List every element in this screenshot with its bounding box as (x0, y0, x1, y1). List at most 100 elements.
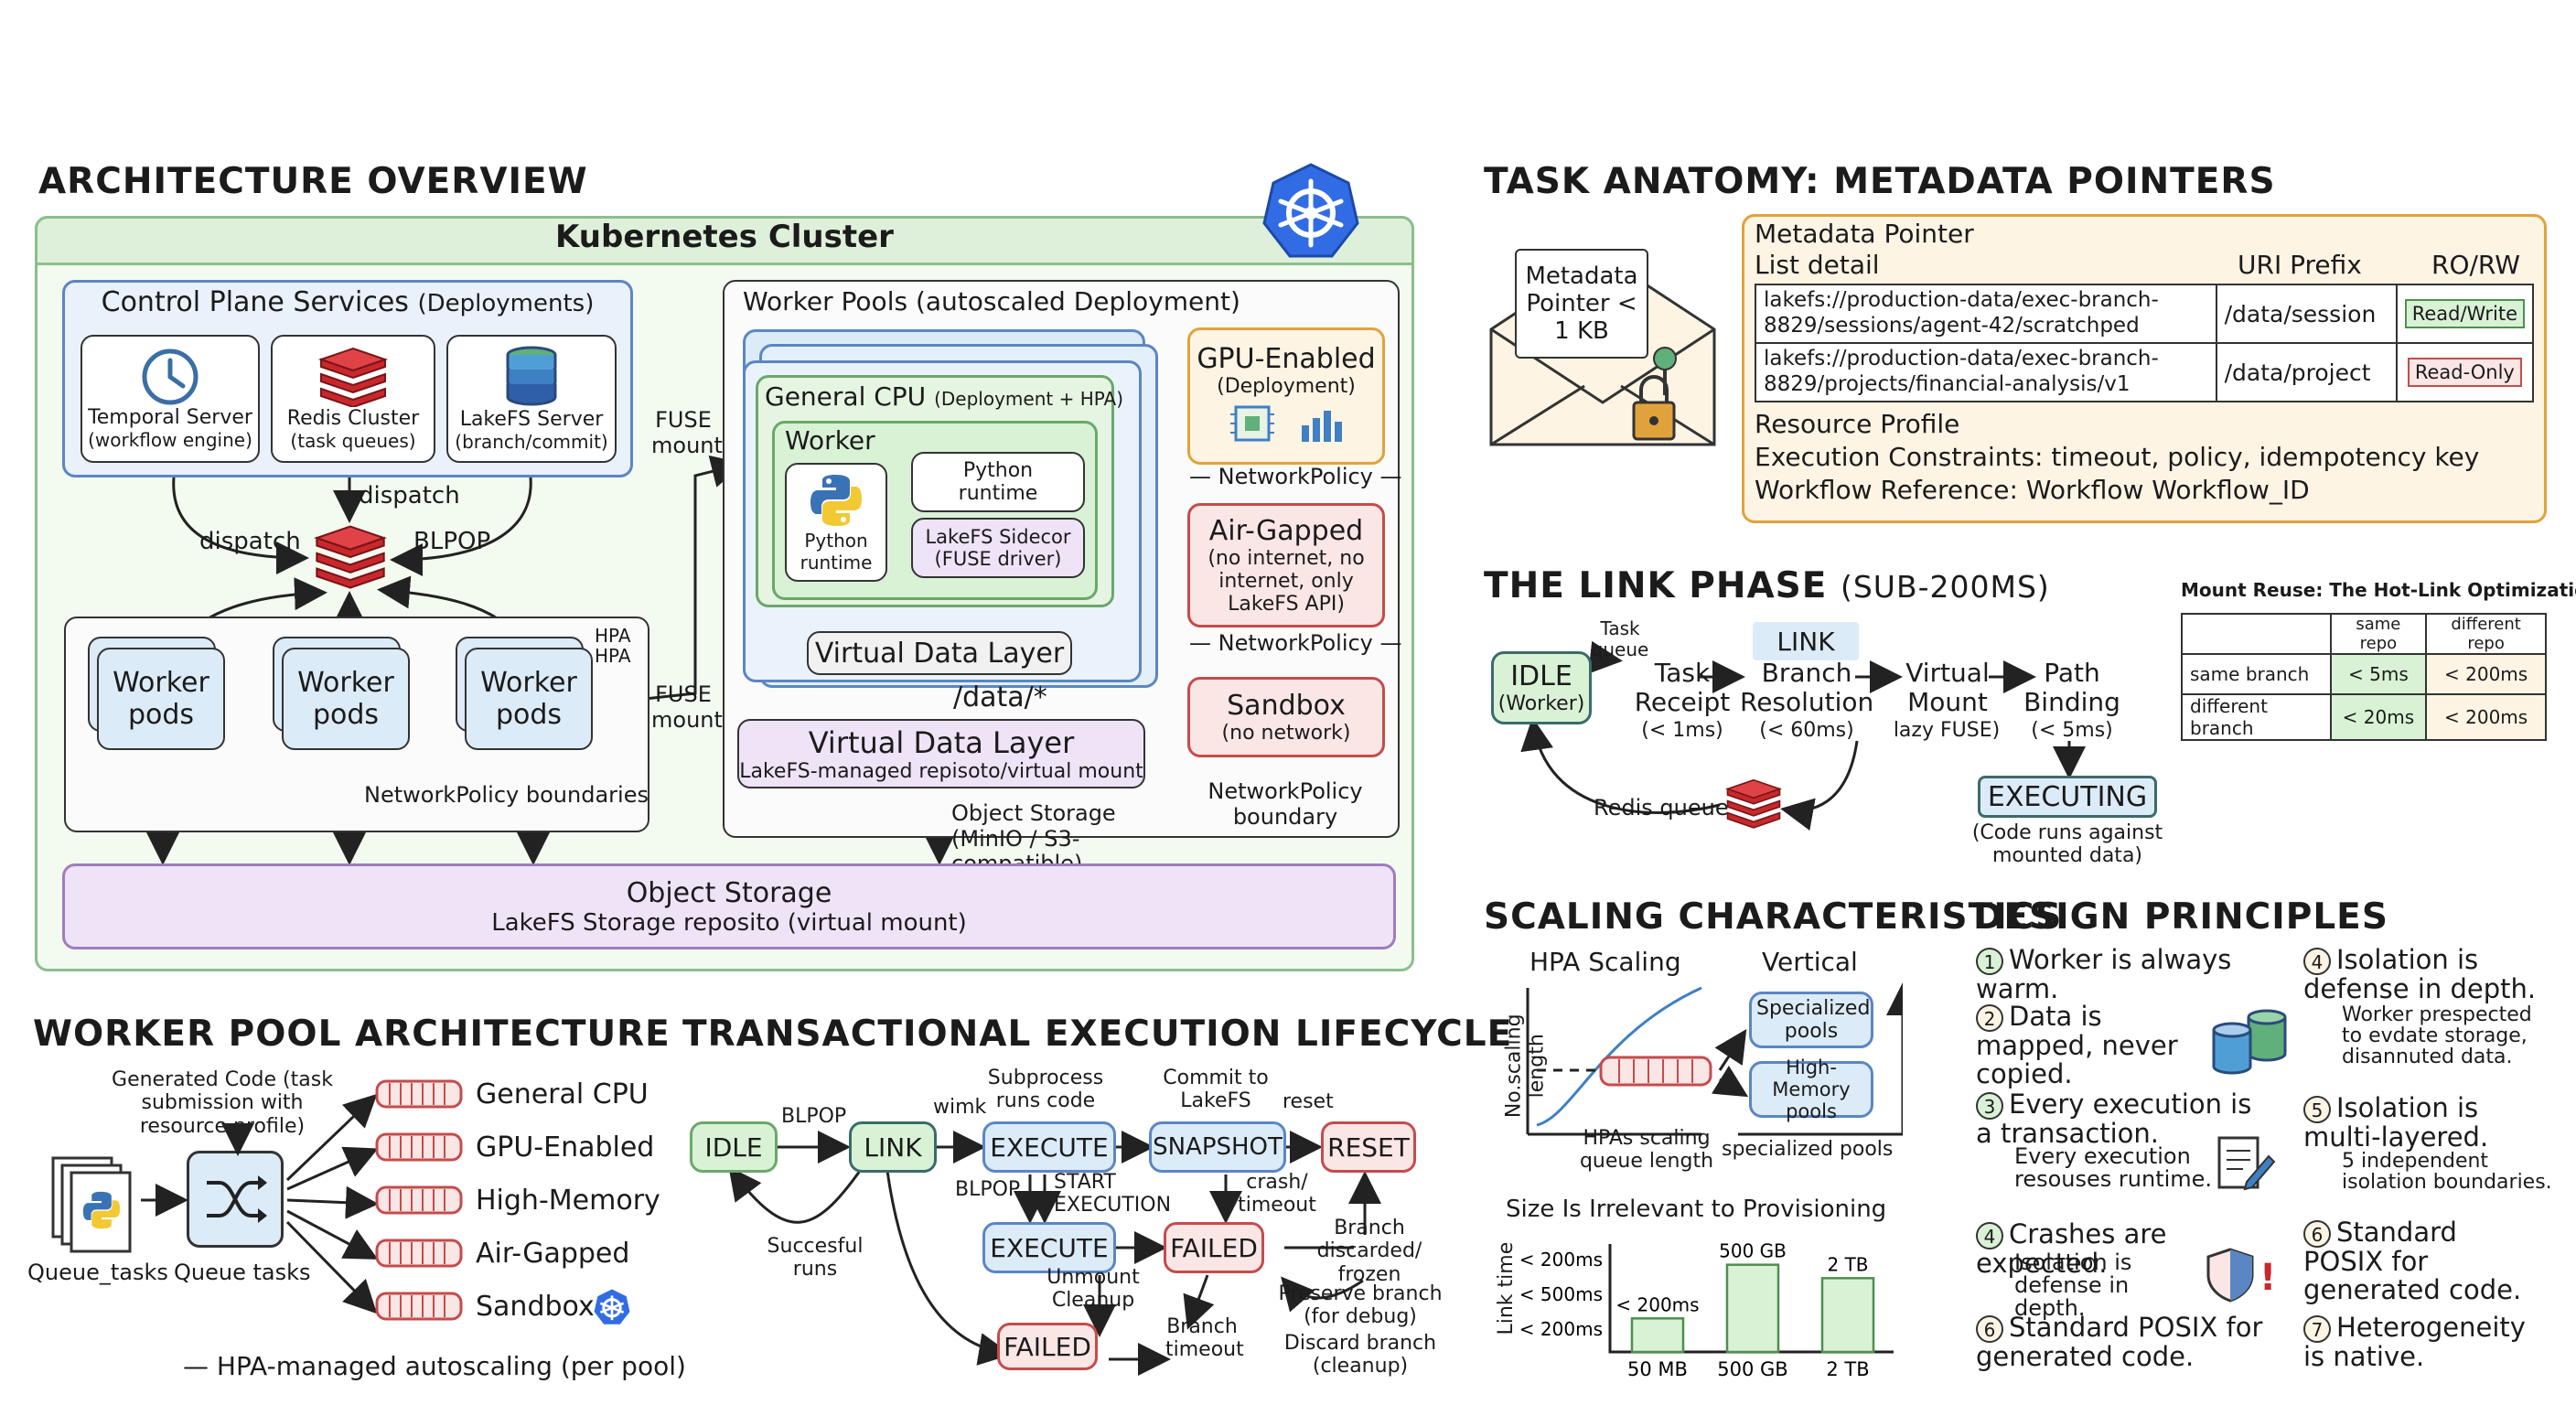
redis-queue-icon (309, 521, 392, 591)
lakefs-server: LakeFS Server (branch/commit) (446, 335, 617, 463)
virtual-data-layer-inner: Virtual Data Layer (807, 631, 1072, 675)
lifecycle-crash: crash/ timeout (1238, 1171, 1316, 1217)
high-memory-pools-box: High-Memory pools (1749, 1056, 1873, 1122)
redis-icon-small (1722, 778, 1786, 829)
bar (1725, 1263, 1780, 1354)
dispatch-label-top: dispatch (359, 482, 460, 509)
branch-resolution-time: (< 60ms) (1759, 719, 1854, 742)
queue-cylinder-icon (375, 1292, 463, 1321)
worker-pods-2: Worker pods (282, 648, 410, 750)
pool-item: General CPU (375, 1078, 649, 1110)
worker-pods-1: Worker pods (97, 648, 225, 750)
link-phase-arrows (1520, 640, 2086, 831)
mount-reuse-table: same repo different repo same branch < 5… (2181, 613, 2547, 741)
lifecycle-preserve: Preserve branch (for debug) (1278, 1282, 1443, 1329)
y-tick-label: < 500ms (1519, 1283, 1603, 1305)
lifecycle-snapshot: SNAPSHOT (1149, 1121, 1286, 1173)
pool-label: GPU-Enabled (476, 1131, 655, 1164)
table-row: lakefs://production-data/exec-branch-882… (1755, 342, 2535, 402)
cluster-title: Kubernetes Cluster (555, 219, 894, 255)
pool-label: Sandbox (476, 1290, 595, 1323)
temporal-server: Temporal Server (workflow engine) (80, 335, 260, 463)
y-tick-label: < 200ms (1519, 1249, 1603, 1271)
lifecycle-blpop: BLPOP (781, 1105, 847, 1128)
bar (1820, 1277, 1875, 1354)
redis-queue-label: Redis queue (1594, 795, 1729, 820)
queue-cylinder-icon (375, 1239, 463, 1268)
metadata-pointer-header: Metadata Pointer (1755, 219, 1974, 249)
lifecycle-wimk: wimk (933, 1096, 987, 1119)
fuse-mount-label-1: FUSE mount (651, 407, 723, 458)
pool-label: Air-Gapped (476, 1237, 630, 1270)
col-same-repo: same repo (2329, 613, 2428, 655)
lifecycle-execute: EXECUTE (982, 1121, 1116, 1173)
queue-tasks-label-2: Queue tasks (174, 1260, 311, 1285)
queue-cylinder-icon (375, 1185, 463, 1215)
lifecycle-reset-label: reset (1283, 1090, 1334, 1113)
redis-icon (317, 347, 389, 407)
gpu-chip-icon (1230, 405, 1342, 442)
hpa-label-2: HPA (595, 645, 631, 667)
lifecycle-blpop-2: BLPOP (955, 1178, 1021, 1201)
title-worker-pool: WORKER POOL ARCHITECTURE (33, 1014, 671, 1055)
read-write-badge: Read/Write (2404, 299, 2525, 328)
metadata-pointer-card: Metadata Pointer < 1 KB (1515, 249, 1648, 359)
network-boundary-label: NetworkPolicy boundary (1208, 778, 1363, 830)
uri-prefix-header: URI Prefix (2238, 250, 2362, 280)
virtual-mount-time: lazy FUSE) (1893, 719, 2001, 742)
python-runtime-box: Python runtime (785, 463, 887, 582)
pool-label: High-Memory (476, 1184, 660, 1217)
database-cylinders-icon (2208, 1003, 2291, 1076)
virtual-mount-label: Virtual Mount (1905, 658, 1990, 718)
worker-pods-3: Worker pods (465, 648, 593, 750)
task-receipt-time: (< 1ms) (1641, 719, 1723, 742)
lifecycle-branch-disc: Branch discarded/ frozen (1316, 1217, 1422, 1286)
list-detail-label: List detail (1755, 250, 1880, 280)
lifecycle-subprocess: Subprocess runs code (987, 1067, 1104, 1113)
uri-cell: lakefs://production-data/exec-branch-882… (1755, 342, 2217, 402)
executing-state: EXECUTING (1978, 776, 2157, 818)
queue-tasks-label: Queue_tasks (27, 1260, 168, 1285)
document-edit-icon (2212, 1131, 2276, 1195)
cluster-header (35, 216, 1414, 265)
pool-item: Air-Gapped (375, 1237, 629, 1270)
dispatch-label-left: dispatch (199, 528, 301, 555)
bar-label: 500 GB (1719, 1240, 1787, 1262)
lifecycle-unmount: Unmount Cleanup (1046, 1266, 1140, 1313)
clock-icon (142, 349, 199, 404)
size-chart-title: Size Is Irrelevant to Provisioning (1506, 1196, 1887, 1223)
queue-cylinder-icon (375, 1132, 463, 1162)
python-runtime: Python runtime (911, 452, 1085, 512)
col-different-repo: different repo (2425, 613, 2547, 655)
redis-cluster: Redis Cluster (task queues) (271, 335, 435, 463)
lifecycle-start-exec: START EXECUTION (1054, 1171, 1172, 1217)
worker-title: Worker (785, 425, 875, 456)
pool-item: Sandbox (375, 1290, 595, 1323)
lifecycle-link: LINK (849, 1121, 937, 1173)
prefix-cell: /data/project (2215, 342, 2398, 402)
specialized-caption: specialized pools (1722, 1138, 1894, 1161)
fuse-mount-label-2: FUSE mount (651, 681, 723, 733)
lifecycle-succesful: Succesful runs (767, 1235, 864, 1282)
title-design: DESIGN PRINCIPLES (1973, 896, 2388, 938)
pool-item: GPU-Enabled (375, 1131, 654, 1164)
hpa-note: — HPA-managed autoscaling (per pool) (183, 1351, 686, 1381)
resource-profile-label: Resource Profile (1755, 409, 1960, 439)
air-gapped-pool: Air-Gapped (no internet, no internet, on… (1187, 503, 1385, 627)
table-row: different branch < 20ms < 200ms (2181, 693, 2547, 741)
control-plane-title: Control Plane Services (Deployments) (101, 286, 595, 318)
task-queue-label: Task queue (1591, 617, 1649, 660)
link-badge: LINK (1753, 622, 1859, 660)
lifecycle-reset: RESET (1321, 1121, 1416, 1173)
bar-label: 2 TB (1827, 1253, 1868, 1275)
executing-caption: (Code runs against mounted data) (1971, 821, 2163, 868)
chart-axis (1608, 1244, 1894, 1354)
svg-text:!: ! (2259, 1257, 2276, 1299)
python-icon (810, 475, 862, 526)
title-architecture: ARCHITECTURE OVERVIEW (38, 161, 588, 202)
lifecycle-execute-2: EXECUTE (982, 1222, 1116, 1273)
